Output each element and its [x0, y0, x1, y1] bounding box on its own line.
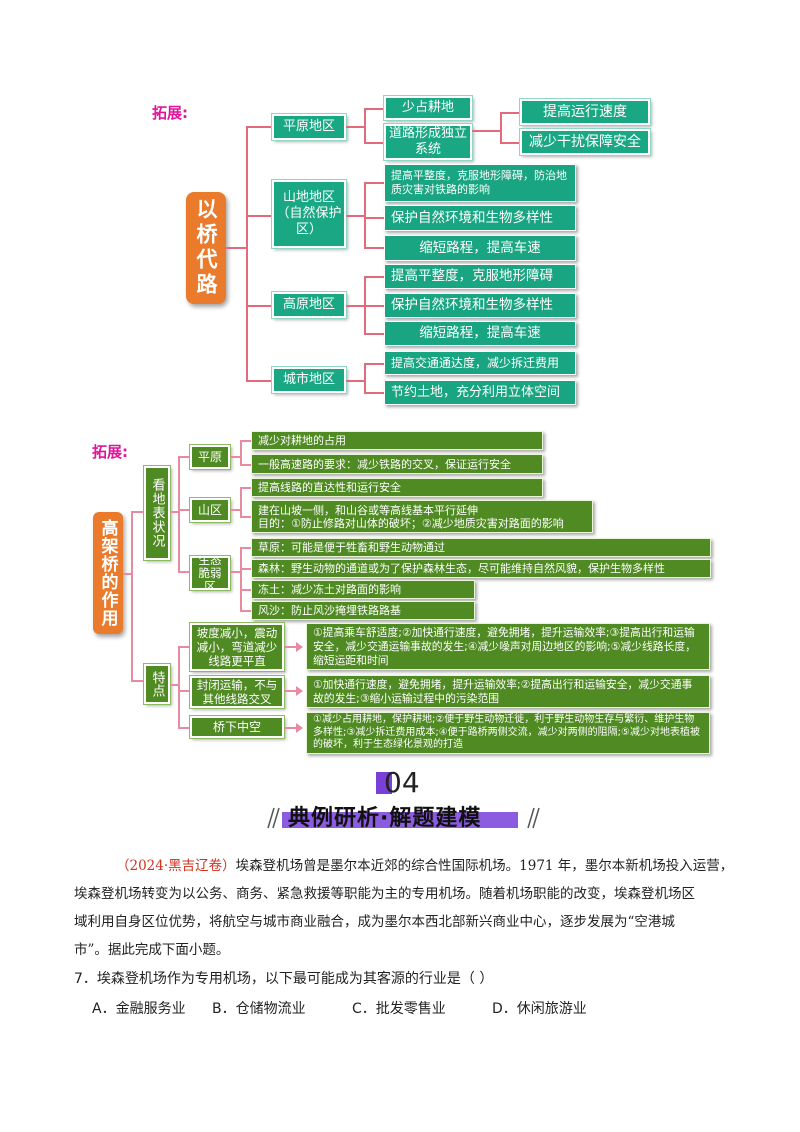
terrain-mountain: 山区	[189, 497, 231, 523]
feature-slope-result: ①提高乘车舒适度;②加快通行速度，避免拥堵，提升运输效率;③提高出行和运输安全，…	[306, 623, 710, 670]
question-line-1: （2024·黑吉辽卷）埃森登机场曾是墨尔本近郊的综合性国际机场。1971 年，墨…	[116, 858, 734, 874]
mountain-item-3: 缩短路程，提高车速	[384, 235, 576, 261]
fragile-permafrost: 冻土：减少冻土对路面的影响	[251, 580, 475, 599]
option-b[interactable]: B．仓储物流业	[212, 1001, 306, 1017]
question-line-3: 域利用自身区位优势，将航空与城市商业融合，成为墨尔本西北部新兴商业中心，逐步发展…	[74, 914, 675, 930]
fragile-forest: 森林：野生动物的通道或为了保护森林生态，尽可能维持自然风貌，保护生物多样性	[251, 559, 711, 578]
plateau-item-2: 保护自然环境和生物多样性	[384, 293, 576, 318]
question-line-2: 埃森登机场转变为以公务、商务、紧急救援等职能为主的专用机场。随着机场职能的改变，…	[74, 886, 695, 902]
city-item-2: 节约土地，充分利用立体空间	[384, 380, 576, 405]
feature-hollow: 桥下中空	[189, 715, 285, 739]
option-d[interactable]: D．休闲旅游业	[492, 1001, 587, 1017]
question-source: （2024·黑吉辽卷）	[116, 858, 236, 874]
terrain-fragile: 生态脆弱区	[189, 553, 231, 592]
region-mountain: 山地地区（自然保护区）	[271, 179, 347, 249]
slash-left	[264, 806, 280, 830]
extension-label-1: 拓展:	[152, 104, 188, 122]
mountain-effect-2: 建在山坡一侧，和山谷或等高线基本平行延伸 目的：①防止修路对山体的破坏；②减少地…	[251, 500, 593, 533]
region-city: 城市地区	[271, 366, 347, 394]
title-underline	[282, 812, 518, 828]
plain-sub-speed: 提高运行速度	[519, 98, 651, 126]
plain-item-independent: 道路形成独立系统	[383, 123, 473, 161]
terrain-plain: 平原	[189, 444, 231, 470]
plateau-item-3: 缩短路程，提高车速	[384, 321, 576, 346]
branch-features: 特点	[143, 663, 171, 705]
plateau-item-1: 提高平整度，克服地形障碍	[384, 264, 576, 289]
plain-item-farmland: 少占耕地	[383, 95, 473, 121]
plain-effect-1: 减少对耕地的占用	[251, 431, 543, 450]
fragile-grassland: 草原：可能是便于牲畜和野生动物通过	[251, 538, 711, 557]
mountain-item-1: 提高平整度，克服地形障碍，防治地质灾害对铁路的影响	[384, 164, 576, 202]
plain-effect-2: 一般高速路的要求：减少铁路的交叉，保证运行安全	[251, 454, 543, 474]
option-a[interactable]: A．金融服务业	[92, 1001, 186, 1017]
branch-terrain: 看地表状况	[143, 465, 171, 561]
section-title: 典例研析·解题建模	[288, 806, 482, 831]
section-number-accent	[376, 772, 392, 794]
question-line-4: 市”。据此完成下面小题。	[74, 942, 230, 958]
section-number: 04	[384, 766, 420, 799]
mountain-item-2: 保护自然环境和生物多样性	[384, 205, 576, 231]
city-item-1: 提高交通通达度，减少拆迁费用	[384, 351, 576, 375]
slash-right	[524, 806, 540, 830]
feature-hollow-result: ①减少占用耕地，保护耕地;②便于野生动物迁徙，利于野生动物生存与繁衍、维护生物多…	[306, 712, 710, 754]
feature-closed: 封闭运输，不与其他线路交叉	[189, 675, 285, 709]
fragile-sand: 风沙：防止风沙掩埋铁路路基	[251, 601, 475, 620]
root-bridge-instead-of-road: 以桥代路	[186, 192, 226, 304]
feature-closed-result: ①加快通行速度，避免拥堵，提升运输效率;②提高出行和运输安全，减少交通事故的发生…	[306, 675, 710, 708]
extension-label-2: 拓展:	[92, 443, 128, 461]
root-viaduct-role: 高架桥的作用	[93, 512, 123, 634]
option-c[interactable]: C．批发零售业	[352, 1001, 446, 1017]
region-plateau: 高原地区	[271, 291, 347, 319]
question-stem: 7．埃森登机场作为专用机场，以下最可能成为其客源的行业是（ ）	[74, 971, 494, 987]
region-plain: 平原地区	[271, 113, 347, 141]
plain-sub-safety: 减少干扰保障安全	[519, 128, 651, 156]
mountain-effect-1: 提高线路的直达性和运行安全	[251, 478, 543, 497]
feature-slope: 坡度减小，震动减小，弯道减少线路更平直	[189, 622, 285, 672]
